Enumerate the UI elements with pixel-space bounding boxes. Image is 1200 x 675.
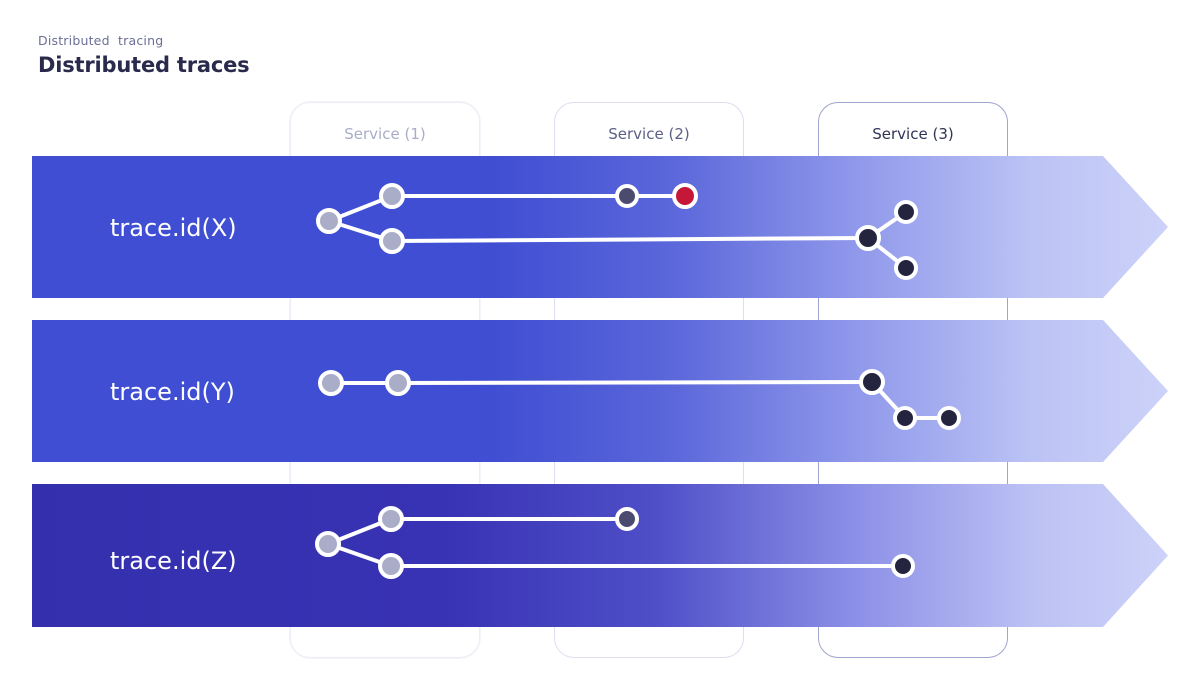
span-node-x-root[interactable] <box>316 208 342 234</box>
span-node-y-root[interactable] <box>318 370 344 396</box>
span-node-x-s1-upper[interactable] <box>379 183 405 209</box>
span-node-x-s2-span[interactable] <box>615 184 639 208</box>
span-node-z-s1-upper[interactable] <box>378 506 404 532</box>
eyebrow-label: Distributed tracing <box>38 33 164 48</box>
service-panel-2-label: Service (2) <box>608 125 690 143</box>
trace-label-y: trace.id(Y) <box>110 378 235 406</box>
trace-label-z: trace.id(Z) <box>110 547 237 575</box>
trace-label-x: trace.id(X) <box>110 214 237 242</box>
span-node-x-s3-lower[interactable] <box>894 256 918 280</box>
service-panel-3-label: Service (3) <box>872 125 954 143</box>
trace-arrow-trace.id(X) <box>32 156 1168 298</box>
span-link <box>390 236 870 243</box>
span-node-x-s3-upper[interactable] <box>894 200 918 224</box>
span-node-x-s2-error-error[interactable] <box>672 183 698 209</box>
span-node-x-s3-root[interactable] <box>855 225 881 251</box>
span-node-z-s2-end[interactable] <box>615 507 639 531</box>
service-panel-1-label: Service (1) <box>344 125 426 143</box>
page-title: Distributed traces <box>38 53 250 77</box>
span-node-y-s3-mid[interactable] <box>893 406 917 430</box>
span-node-z-s1-lower[interactable] <box>378 553 404 579</box>
span-node-x-s1-lower[interactable] <box>379 228 405 254</box>
trace-arrow-trace.id(Y) <box>32 320 1168 462</box>
span-node-y-s3-root[interactable] <box>859 369 885 395</box>
trace-arrow-trace.id(Z) <box>32 484 1168 627</box>
span-node-z-s3-end[interactable] <box>891 554 915 578</box>
span-node-z-root[interactable] <box>315 531 341 557</box>
span-link <box>396 380 874 385</box>
span-node-y-s3-last[interactable] <box>937 406 961 430</box>
span-node-y-s1-next[interactable] <box>385 370 411 396</box>
